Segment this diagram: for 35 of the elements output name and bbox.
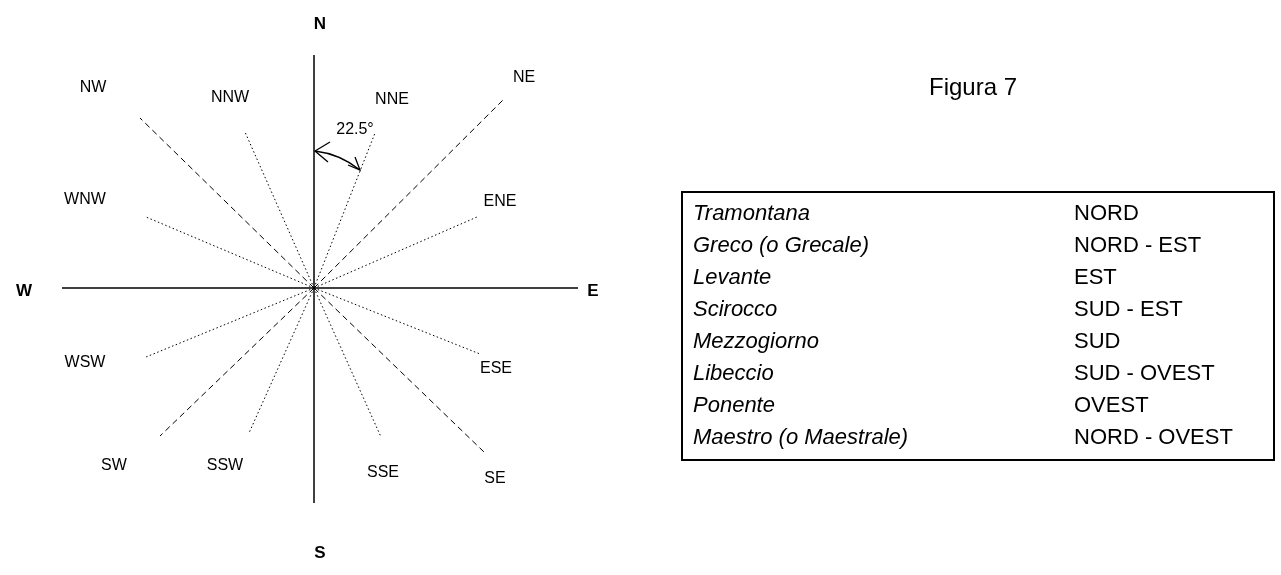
direction-label: SSE: [367, 463, 399, 481]
wind-name: Mezzogiorno: [693, 327, 819, 355]
direction-label: NNW: [210, 88, 250, 106]
wind-direction: NORD - OVEST: [1074, 423, 1233, 451]
wind-direction: SUD: [1074, 327, 1121, 355]
wind-name: Tramontana: [693, 199, 810, 227]
direction-label: SE: [484, 469, 506, 487]
wind-direction: NORD: [1074, 199, 1139, 227]
wind-name: Scirocco: [693, 295, 778, 323]
wind-direction: OVEST: [1074, 391, 1149, 419]
wind-name: Levante: [693, 263, 772, 291]
wind-direction: EST: [1074, 263, 1117, 291]
wind-direction: SUD - EST: [1074, 295, 1183, 323]
direction-label: NNE: [375, 90, 409, 108]
figure-title: Figura 7: [929, 73, 1017, 101]
direction-label: E: [587, 281, 599, 301]
wind-direction: SUD - OVEST: [1074, 359, 1215, 387]
direction-label: NE: [512, 68, 536, 86]
wind-name: Ponente: [693, 391, 775, 419]
wind-direction: NORD - EST: [1074, 231, 1202, 259]
wind-name: Maestro (o Maestrale): [693, 423, 909, 451]
direction-label: W: [16, 281, 32, 301]
direction-label: ENE: [483, 192, 517, 210]
direction-label: NW: [79, 78, 107, 96]
direction-label: N: [313, 14, 327, 34]
direction-label: SW: [101, 456, 127, 474]
angle-label: 22.5°: [336, 120, 374, 138]
wind-name: Greco (o Grecale): [693, 231, 870, 259]
wind-name: Libeccio: [693, 359, 774, 387]
direction-label: WNW: [64, 190, 106, 208]
wind-table: [681, 191, 1275, 461]
direction-label: S: [314, 543, 326, 563]
direction-label: WSW: [64, 353, 106, 371]
direction-label: ESE: [480, 359, 512, 377]
direction-label: SSW: [206, 456, 244, 474]
